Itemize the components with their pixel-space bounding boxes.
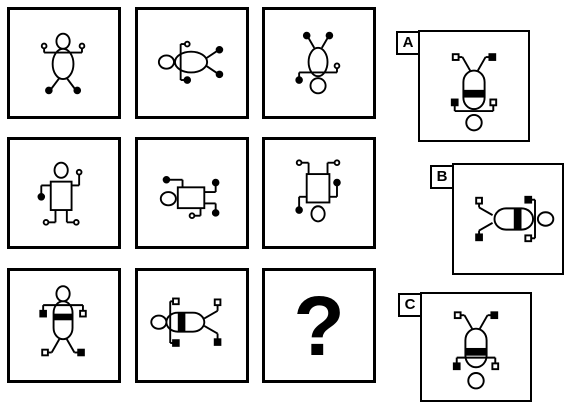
- grid-cell-2: [135, 7, 249, 119]
- question-mark: ?: [265, 271, 373, 380]
- grid-cell-5: [135, 137, 249, 249]
- option-a[interactable]: [418, 30, 530, 142]
- capsule-figure-inverted-option-c: [422, 294, 530, 400]
- option-c[interactable]: [420, 292, 532, 402]
- option-c-label: C: [398, 293, 422, 317]
- robot-figure-upright: [10, 140, 118, 246]
- stick-figure-inverted: [265, 10, 373, 116]
- stick-figure-upright: [10, 10, 118, 116]
- grid-cell-1: [7, 7, 121, 119]
- grid-cell-9-missing: ?: [262, 268, 376, 383]
- grid-cell-6: [262, 137, 376, 249]
- option-a-label: A: [396, 31, 420, 55]
- capsule-figure-inverted-option-a: [420, 32, 528, 140]
- grid-cell-4: [7, 137, 121, 249]
- capsule-figure-upright: [10, 271, 118, 380]
- capsule-figure-rotated-right-option-b: [454, 165, 562, 273]
- capsule-figure-rotated-left: [138, 271, 246, 380]
- robot-figure-rotated-left: [138, 140, 246, 246]
- robot-figure-inverted: [265, 140, 373, 246]
- grid-cell-8: [135, 268, 249, 383]
- stick-figure-rotated-left: [138, 10, 246, 116]
- grid-cell-7: [7, 268, 121, 383]
- option-b[interactable]: [452, 163, 564, 275]
- option-b-label: B: [430, 165, 454, 189]
- grid-cell-3: [262, 7, 376, 119]
